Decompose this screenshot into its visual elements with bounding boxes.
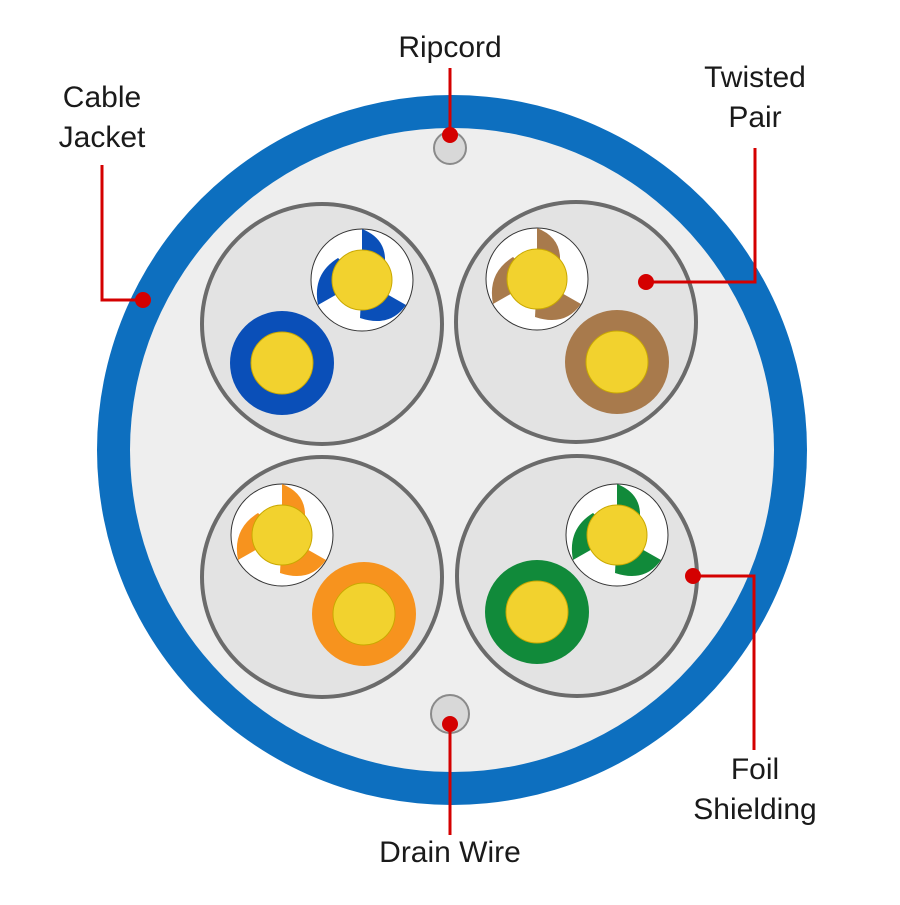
leader-dot-ripcord bbox=[442, 127, 458, 143]
conductor bbox=[505, 580, 569, 644]
leader-lines bbox=[100, 68, 757, 835]
label-cable-jacket-line1: Cable bbox=[62, 81, 142, 114]
label-drain-wire: Drain Wire bbox=[330, 833, 570, 873]
pair-blue bbox=[230, 228, 414, 415]
cable-interior bbox=[130, 128, 774, 772]
leader-dot-cable-jacket bbox=[135, 292, 151, 308]
leader-dots bbox=[135, 127, 701, 732]
striped-wire-brown bbox=[485, 227, 589, 331]
leader-dot-foil-shielding bbox=[685, 568, 701, 584]
leader-dot-twisted-pair bbox=[638, 274, 654, 290]
foil-shield-bottom-left bbox=[200, 455, 444, 699]
conductor bbox=[332, 582, 396, 646]
label-foil-shielding-line2: Shielding bbox=[693, 793, 817, 826]
pair-orange bbox=[230, 483, 416, 666]
label-ripcord: Ripcord bbox=[350, 28, 550, 68]
label-drain-wire-text: Drain Wire bbox=[379, 836, 521, 869]
label-twisted-pair-line2: Pair bbox=[728, 101, 782, 134]
label-foil-shielding-line1: Foil bbox=[730, 753, 780, 786]
leader-dot-drain-wire bbox=[442, 716, 458, 732]
label-twisted-pair: Twisted Pair bbox=[670, 58, 840, 138]
leader-line-twisted-pair bbox=[646, 148, 757, 284]
label-cable-jacket: Cable Jacket bbox=[22, 78, 182, 158]
pair-brown bbox=[485, 227, 669, 414]
label-foil-shielding: Foil Shielding bbox=[670, 750, 840, 830]
foil-shield-top-right bbox=[454, 200, 698, 444]
label-cable-jacket-line2: Jacket bbox=[58, 121, 146, 154]
conductor bbox=[585, 330, 649, 394]
label-ripcord-text: Ripcord bbox=[398, 31, 502, 64]
striped-wire-green bbox=[565, 483, 669, 587]
striped-wire-orange bbox=[230, 483, 334, 587]
label-twisted-pair-line1: Twisted bbox=[704, 61, 806, 94]
striped-wire-blue bbox=[310, 228, 414, 332]
pair-green bbox=[485, 483, 669, 664]
foil-shield-top-left bbox=[200, 202, 444, 446]
conductor bbox=[250, 331, 314, 395]
foil-shield-bottom-right bbox=[455, 454, 699, 698]
leader-line-cable-jacket bbox=[100, 165, 143, 302]
leader-line-foil-shielding bbox=[693, 574, 756, 750]
